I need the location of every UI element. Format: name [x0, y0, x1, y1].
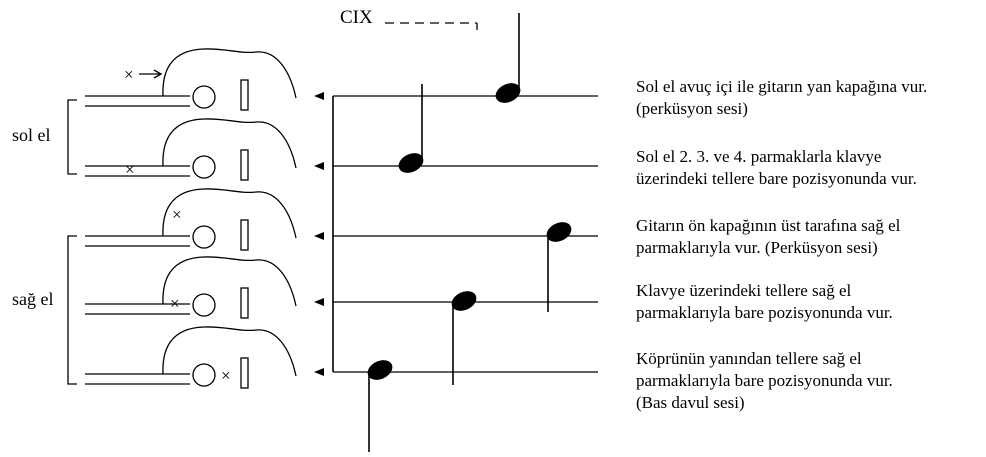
note-icon — [495, 13, 521, 103]
cix-label: CIX — [340, 7, 373, 28]
arrow-icon — [153, 69, 163, 79]
arrowhead-icon — [314, 232, 324, 240]
note-icon — [451, 291, 477, 385]
guitar-outline-icon — [84, 326, 297, 389]
arrowhead-icon — [314, 298, 324, 306]
description-row-4: Klavye üzerindeki tellere sağ el parmakl… — [636, 281, 893, 322]
arrowhead-icon — [314, 368, 324, 376]
arrowhead-icon — [314, 162, 324, 170]
description-row-2: Sol el 2. 3. ve 4. parmaklarla klavye üz… — [636, 147, 917, 188]
cix-marker: CIX — [340, 7, 478, 30]
row-arrowheads — [314, 92, 324, 376]
x-mark-icon: × — [124, 65, 134, 84]
note-icon — [546, 222, 572, 312]
description-line: üzerindeki tellere bare pozisyonunda vur… — [636, 169, 917, 188]
arrowhead-icon — [314, 92, 324, 100]
x-mark-icon: × — [170, 294, 180, 313]
description-row-3: Gitarın ön kapağının üst tarafına sağ el… — [636, 216, 901, 257]
description-row-1: Sol el avuç içi ile gitarın yan kapağına… — [636, 77, 927, 118]
note-icon — [398, 84, 424, 173]
description-line: parmaklarıyla vur. (Perküsyon sesi) — [636, 238, 878, 257]
guitar-outline-icon — [84, 48, 297, 111]
description-line: (Bas davul sesi) — [636, 393, 745, 412]
description-line: parmaklarıyla bare pozisyonunda vur. — [636, 371, 893, 390]
x-mark-icon: × — [172, 205, 182, 224]
x-mark-icon: × — [125, 160, 135, 179]
guitar-outline-icon — [84, 256, 297, 319]
description-line: Klavye üzerindeki tellere sağ el — [636, 281, 852, 300]
left-hand-group: sol el — [12, 99, 77, 175]
description-line: Köprünün yanından tellere sağ el — [636, 349, 862, 368]
left-hand-label: sol el — [12, 125, 51, 145]
right-hand-group: sağ el — [12, 235, 77, 385]
guitar-outline-icon — [84, 188, 297, 251]
description-row-5: Köprünün yanından tellere sağ el parmakl… — [636, 349, 893, 412]
x-mark-icon: × — [221, 366, 231, 385]
description-line: Gitarın ön kapağının üst tarafına sağ el — [636, 216, 901, 235]
guitar-outline-icon — [84, 118, 297, 181]
descriptions: Sol el avuç içi ile gitarın yan kapağına… — [636, 77, 927, 412]
guitar-illustrations — [84, 48, 297, 389]
description-line: Sol el 2. 3. ve 4. parmaklarla klavye — [636, 147, 881, 166]
description-line: parmaklarıyla bare pozisyonunda vur. — [636, 303, 893, 322]
right-hand-label: sağ el — [12, 289, 53, 309]
strike-markers: × × × × × — [124, 65, 231, 385]
notes — [367, 13, 572, 452]
description-line: Sol el avuç içi ile gitarın yan kapağına… — [636, 77, 927, 96]
note-icon — [367, 360, 393, 452]
description-line: (perküsyon sesi) — [636, 99, 748, 118]
